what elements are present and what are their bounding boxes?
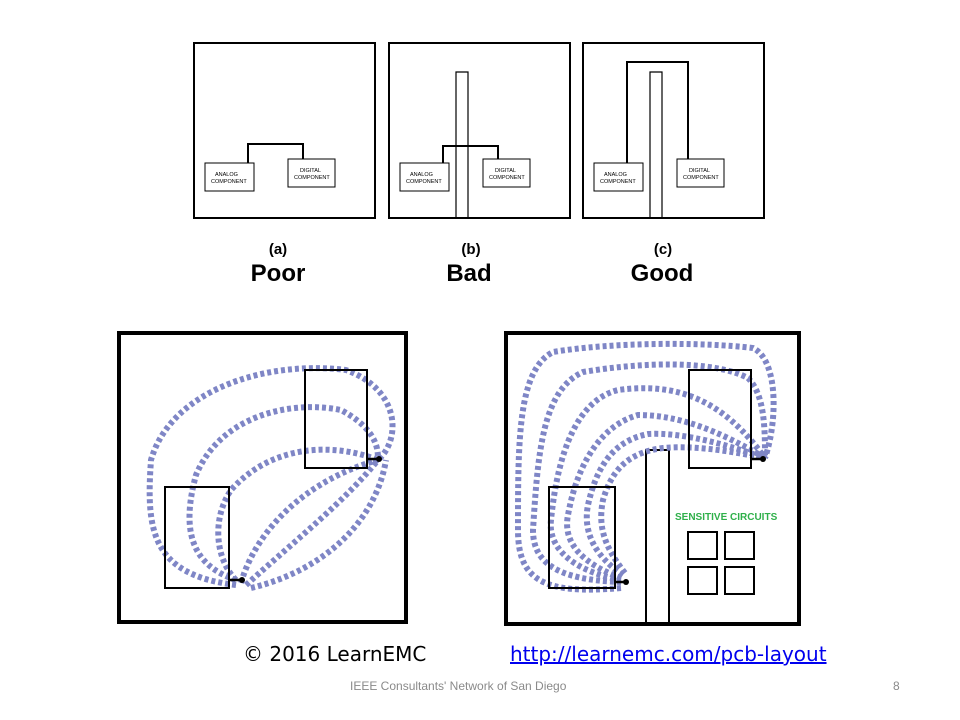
slot-outline: [649, 71, 663, 218]
digital-ground-via: [760, 456, 766, 462]
analog-label-2: COMPONENT: [600, 179, 636, 185]
analog-label-1: ANALOG: [410, 172, 433, 178]
digital-label-1: DIGITAL: [689, 168, 710, 174]
digital-ground-via: [376, 456, 382, 462]
board-outline: [582, 42, 765, 219]
digital-component: [482, 158, 531, 188]
sensitive-circuit-blocks: [687, 531, 755, 595]
pcb-layout-link[interactable]: http://learnemc.com/pcb-layout: [510, 642, 827, 666]
analog-component: [399, 162, 450, 192]
sensitive-circuits-label: SENSITIVE CIRCUITS: [675, 512, 778, 523]
analog-ground-via: [623, 579, 629, 585]
digital-label-2: COMPONENT: [683, 175, 719, 181]
ground-trace: [442, 145, 499, 163]
analog-component: [204, 162, 255, 192]
analog-label-1: ANALOG: [215, 172, 238, 178]
digital-component: [287, 158, 336, 188]
analog-ground-via: [239, 577, 245, 583]
digital-component-box: [304, 369, 368, 469]
analog-component-box: [164, 486, 230, 589]
layout-panel-c: ANALOG COMPONENT DIGITAL COMPONENT: [582, 42, 765, 219]
sensitive-block: [724, 566, 755, 595]
panel-label-a: (a): [268, 241, 288, 258]
analog-label-2: COMPONENT: [211, 179, 247, 185]
digital-component-box: [688, 369, 752, 469]
digital-label-2: COMPONENT: [489, 175, 525, 181]
panel-label-c: (c): [653, 241, 673, 258]
return-current-paths: [514, 340, 777, 593]
analog-component: [593, 162, 644, 192]
current-spread-diagram: [117, 331, 408, 624]
board-outline: [388, 42, 571, 219]
layout-panel-b: ANALOG COMPONENT DIGITAL COMPONENT: [388, 42, 571, 219]
rating-good: Good: [630, 260, 694, 287]
page-number: 8: [893, 679, 900, 693]
board-outline: [117, 331, 408, 624]
analog-label-2: COMPONENT: [406, 179, 442, 185]
digital-label-2: COMPONENT: [294, 175, 330, 181]
slotted-board-diagram: SENSITIVE CIRCUITS: [504, 331, 801, 626]
copyright-text: © 2016 LearnEMC: [243, 642, 427, 666]
footer-text: IEEE Consultants' Network of San Diego: [350, 679, 567, 693]
layout-panel-a: ANALOG COMPONENT DIGITAL COMPONENT: [193, 42, 376, 219]
board-outline: [193, 42, 376, 219]
digital-label-1: DIGITAL: [300, 168, 321, 174]
digital-label-1: DIGITAL: [495, 168, 516, 174]
analog-label-1: ANALOG: [604, 172, 627, 178]
ground-trace: [247, 143, 304, 163]
sensitive-block: [687, 566, 718, 595]
sensitive-block: [687, 531, 718, 560]
rating-poor: Poor: [250, 260, 306, 287]
digital-component: [676, 158, 725, 188]
analog-component-box: [548, 486, 616, 589]
ground-trace: [626, 61, 689, 163]
rating-bad: Bad: [446, 260, 492, 287]
board-slot: [645, 449, 670, 622]
sensitive-block: [724, 531, 755, 560]
panel-label-b: (b): [461, 241, 481, 258]
